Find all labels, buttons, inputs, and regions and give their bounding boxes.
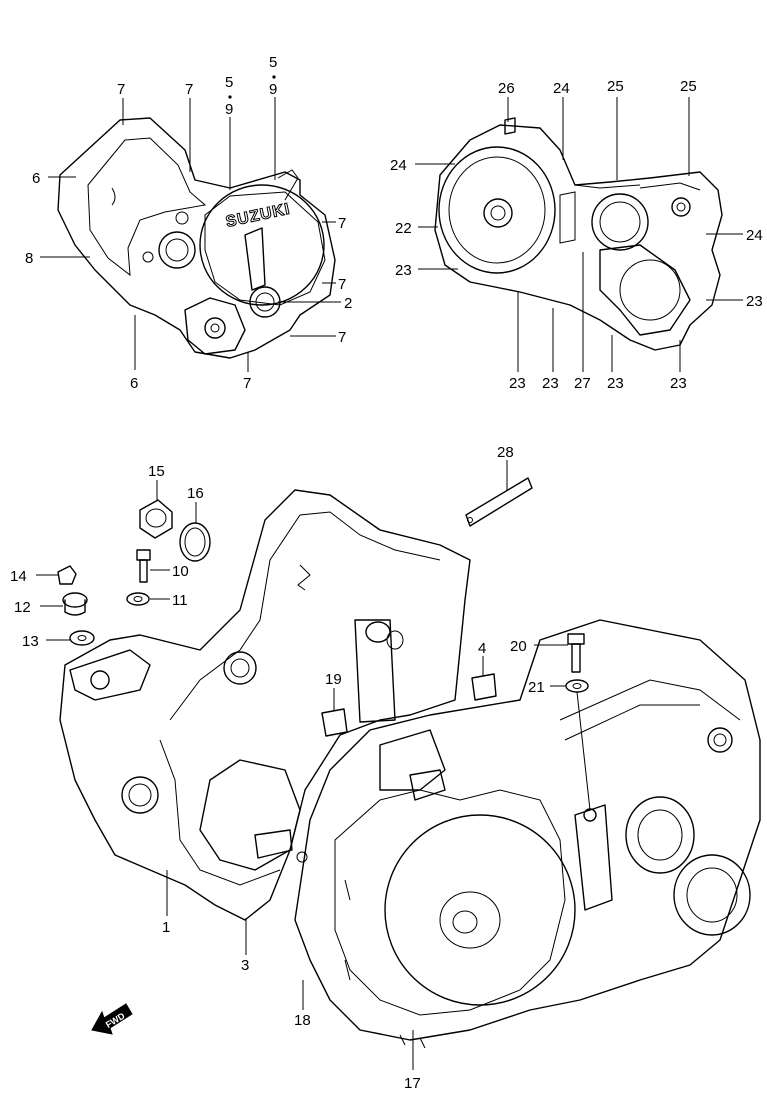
callout-separator-dot	[272, 75, 276, 79]
small-parts	[57, 477, 589, 737]
suzuki-logo: SUZUKI	[224, 201, 292, 231]
callout-21: 21	[528, 679, 545, 696]
callout-23: 23	[670, 375, 687, 392]
callout-10: 10	[172, 563, 189, 580]
callout-24: 24	[390, 157, 407, 174]
callout-13: 13	[22, 633, 39, 650]
callout-7: 7	[243, 375, 251, 392]
callout-23: 23	[746, 293, 763, 310]
callout-7: 7	[338, 276, 346, 293]
callout-23: 23	[395, 262, 412, 279]
callout-26: 26	[498, 80, 515, 97]
callout-14: 14	[10, 568, 27, 585]
callout-12: 12	[14, 599, 31, 616]
right-cover-callouts: 26 24 25 25 24 22 24 23 23 23 23 27 23 2…	[390, 78, 763, 392]
callout-6: 6	[130, 375, 138, 392]
callout-22: 22	[395, 220, 412, 237]
callout-17: 17	[404, 1075, 421, 1092]
callout-24: 24	[553, 80, 570, 97]
callout-25: 25	[680, 78, 697, 95]
callout-9: 9	[225, 101, 233, 118]
left-crankcase-cover: SUZUKI	[57, 117, 336, 359]
callout-1: 1	[162, 919, 170, 936]
callout-3: 3	[241, 957, 249, 974]
left-cover-callouts: 7 7 5 9 5 9 6 8 7 7 2 7 6 7	[25, 54, 352, 392]
crankcase-right-half	[294, 619, 761, 1049]
callout-23: 23	[542, 375, 559, 392]
right-cover-leaders	[415, 97, 743, 372]
callout-16: 16	[187, 485, 204, 502]
callout-6: 6	[32, 170, 40, 187]
callout-11: 11	[172, 592, 188, 609]
crankcase-left-half	[59, 489, 471, 921]
callout-7: 7	[185, 81, 193, 98]
callout-7: 7	[338, 215, 346, 232]
callout-18: 18	[294, 1012, 311, 1029]
callout-5: 5	[225, 74, 233, 91]
callout-4: 4	[478, 640, 486, 657]
crankcase-leaders	[36, 460, 591, 1070]
right-crankcase-cover	[434, 117, 723, 351]
callout-7: 7	[338, 329, 346, 346]
callout-separator-dot	[228, 95, 232, 99]
callout-24: 24	[746, 227, 763, 244]
callout-9: 9	[269, 81, 277, 98]
callout-23: 23	[607, 375, 624, 392]
left-cover-leaders	[40, 97, 341, 372]
callout-19: 19	[325, 671, 342, 688]
callout-25: 25	[607, 78, 624, 95]
callout-20: 20	[510, 638, 527, 655]
callout-8: 8	[25, 250, 33, 267]
callout-23: 23	[509, 375, 526, 392]
fwd-direction-arrow: FWD	[91, 1003, 133, 1035]
callout-27: 27	[574, 375, 591, 392]
callout-28: 28	[497, 444, 514, 461]
callout-5: 5	[269, 54, 277, 71]
crankcase-callouts: 28 15 16 14 10 12 11 13 4 19 20 21 1 3 1…	[10, 444, 545, 1092]
callout-2: 2	[344, 295, 352, 312]
callout-15: 15	[148, 463, 165, 480]
callout-7: 7	[117, 81, 125, 98]
